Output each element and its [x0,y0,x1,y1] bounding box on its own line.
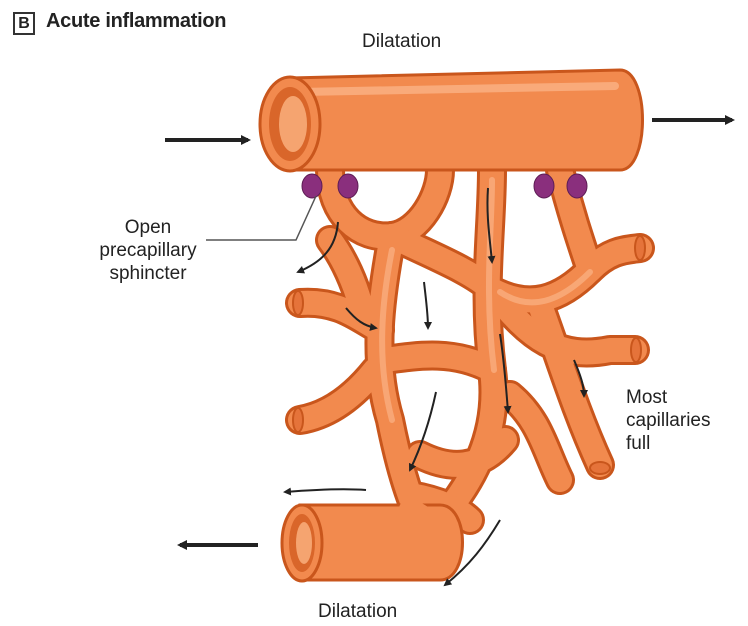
capillaries-label-line-3: full [626,432,746,455]
arteriole-dilated [260,70,643,171]
dilatation-label-bottom: Dilatation [318,600,397,623]
sphincter-leader-line [206,196,316,240]
capillaries-label: Most capillaries full [626,386,746,455]
capillaries-label-line-2: capillaries [626,409,746,432]
capillaries-label-line-1: Most [626,386,746,409]
panel-title: Acute inflammation [46,10,226,33]
venule-dilated [282,505,463,581]
sphincter-label-line-3: sphincter [92,262,204,285]
dilatation-label-top: Dilatation [362,30,441,53]
panel-letter-badge: B [13,12,35,35]
sphincter-label: Open precapillary sphincter [92,216,204,285]
sphincter-label-line-1: Open [92,216,204,239]
sphincter-label-line-2: precapillary [92,239,204,262]
